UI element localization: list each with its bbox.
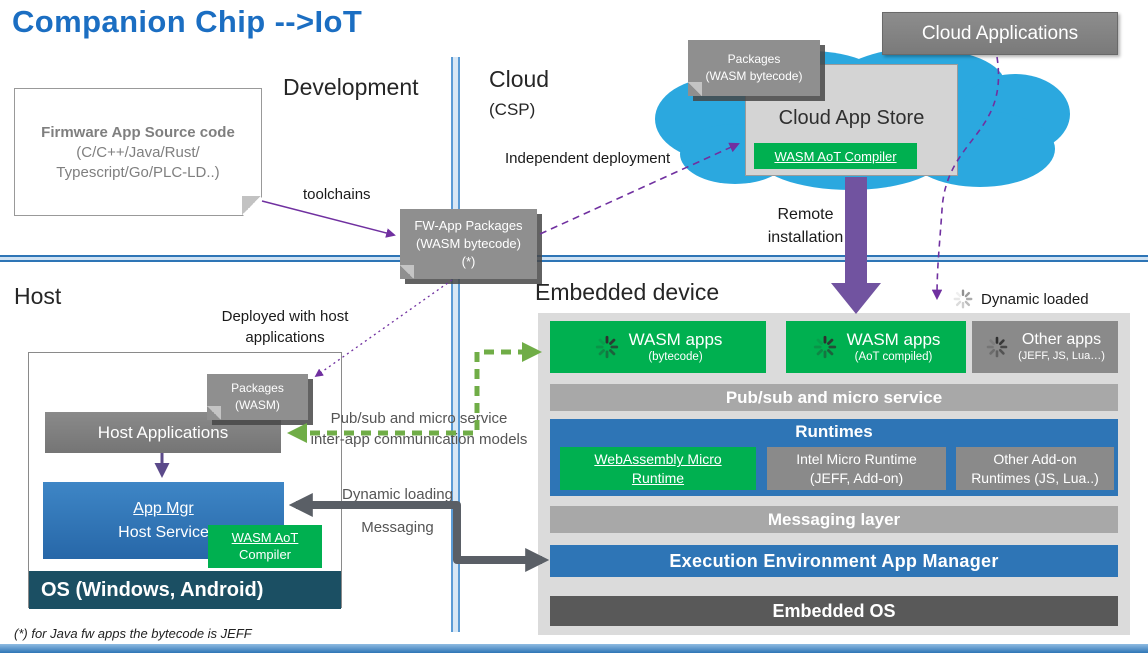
cloud-packages-note: Packages (WASM bytecode) <box>688 40 820 96</box>
section-label-development: Development <box>283 74 419 100</box>
pubsub-models-line1: Pub/sub and micro service <box>330 410 508 427</box>
horizontal-divider <box>0 255 1148 262</box>
dynamic-loading-label: Dynamic loading <box>342 486 453 503</box>
wasm-apps-aot-box: WASM apps (AoT compiled) <box>786 321 966 373</box>
host-packages-line2: (WASM) <box>235 398 280 412</box>
app-title: WASM apps <box>846 330 941 350</box>
toolchains-label: toolchains <box>303 186 371 203</box>
other-addon-runtimes-box: Other Add-on Runtimes (JS, Lua..) <box>956 447 1114 490</box>
deployed-with-host-label: Deployed with host applications <box>200 306 370 348</box>
fw-packages-line2: (WASM bytecode) <box>416 235 521 251</box>
deployed-line2: applications <box>245 329 325 346</box>
app-title: WASM apps <box>628 330 723 350</box>
runtime-line1: Other Add-on <box>993 451 1077 468</box>
footnote: (*) for Java fw apps the bytecode is JEF… <box>14 626 252 641</box>
slide-title: Companion Chip -->IoT <box>12 4 363 39</box>
deployed-line1: Deployed with host <box>221 308 349 325</box>
messaging-layer-bar: Messaging layer <box>550 506 1118 533</box>
fw-packages-line3: (*) <box>461 254 476 270</box>
messaging-label: Messaging <box>361 519 434 536</box>
runtimes-title: Runtimes <box>795 422 873 441</box>
loading-spinner-icon <box>595 335 618 359</box>
firmware-line3: Typescript/Go/PLC-LD..) <box>56 163 220 181</box>
section-label-host: Host <box>14 283 62 309</box>
remote-installation-label: Remote installation <box>748 203 863 249</box>
runtime-line2: Runtime <box>631 469 685 486</box>
embedded-os-bar: Embedded OS <box>550 596 1118 626</box>
app-mgr-line1: App Mgr <box>133 499 194 517</box>
cloud-packages-line2: (WASM bytecode) <box>705 69 803 83</box>
host-packages-note: Packages (WASM) <box>207 374 308 420</box>
runtime-line1: WebAssembly Micro <box>594 451 722 468</box>
firmware-line2: (C/C++/Java/Rust/ <box>76 143 200 161</box>
host-packages-line1: Packages <box>231 381 284 395</box>
folded-corner-icon <box>242 196 261 215</box>
loading-spinner-icon <box>813 335 836 359</box>
remote-line1: Remote <box>777 206 834 223</box>
cloud-wasm-aot-compiler: WASM AoT Compiler <box>754 143 917 169</box>
cloud-app-store-label: Cloud App Store <box>778 107 925 129</box>
firmware-source-box: Firmware App Source code (C/C++/Java/Rus… <box>14 88 262 216</box>
folded-corner-icon <box>688 82 702 96</box>
other-apps-box: Other apps (JEFF, JS, Lua…) <box>972 321 1118 373</box>
runtimes-block: Runtimes WebAssembly Micro Runtime Intel… <box>550 419 1118 496</box>
bottom-accent-bar <box>0 644 1148 653</box>
section-label-embedded-device: Embedded device <box>535 279 720 305</box>
app-mgr-host-service-box: App Mgr Host Service WASM AoT Compiler <box>43 482 322 568</box>
app-subtitle: (AoT compiled) <box>854 351 933 364</box>
runtime-line2: Runtimes (JS, Lua..) <box>971 469 1099 486</box>
firmware-line1: Firmware App Source code <box>41 123 235 141</box>
dynamic-loaded-label: Dynamic loaded <box>981 290 1089 308</box>
runtime-line1: Intel Micro Runtime <box>796 451 917 468</box>
embedded-device-panel: WASM apps (bytecode) WASM apps (AoT comp… <box>538 313 1130 635</box>
app-mgr-line2: Host Service <box>118 523 209 541</box>
app-title: Other apps <box>1021 331 1102 349</box>
intel-micro-runtime-box: Intel Micro Runtime (JEFF, Add-on) <box>767 447 946 490</box>
app-subtitle: (JEFF, JS, Lua…) <box>1018 350 1105 363</box>
host-wasm-aot-compiler: WASM AoT Compiler <box>208 525 322 568</box>
pubsub-models-label: Pub/sub and micro service inter-app comm… <box>295 408 543 450</box>
wasm-apps-bytecode-box: WASM apps (bytecode) <box>550 321 766 373</box>
folded-corner-icon <box>400 265 414 279</box>
execution-environment-bar: Execution Environment App Manager <box>550 545 1118 577</box>
section-label-cloud: Cloud <box>489 66 550 92</box>
app-subtitle: (bytecode) <box>648 351 703 364</box>
dynamic-loaded-indicator: Dynamic loaded <box>952 288 1089 310</box>
section-label-csp: (CSP) <box>489 100 536 119</box>
folded-corner-icon <box>207 406 221 420</box>
cloud-packages-line1: Packages <box>727 52 781 66</box>
compiler-line1: WASM AoT <box>231 529 299 545</box>
pubsub-micro-service-bar: Pub/sub and micro service <box>550 384 1118 411</box>
webassembly-micro-runtime-box: WebAssembly Micro Runtime <box>560 447 756 490</box>
toolchains-arrow <box>261 200 396 238</box>
fw-packages-line1: FW-App Packages <box>414 217 523 233</box>
host-os-bar: OS (Windows, Android) <box>29 571 341 609</box>
runtime-line2: (JEFF, Add-on) <box>809 469 904 486</box>
remote-line2: installation <box>767 229 844 247</box>
loading-spinner-icon <box>953 289 973 309</box>
compiler-line2: Compiler <box>238 546 291 562</box>
independent-deployment-label: Independent deployment <box>505 150 671 167</box>
pubsub-models-line2: inter-app communication models <box>310 431 528 448</box>
vertical-divider <box>451 57 460 632</box>
loading-spinner-icon <box>986 336 1008 358</box>
fw-app-packages-note: FW-App Packages (WASM bytecode) (*) <box>400 209 537 279</box>
cloud-applications-box: Cloud Applications <box>882 12 1118 55</box>
